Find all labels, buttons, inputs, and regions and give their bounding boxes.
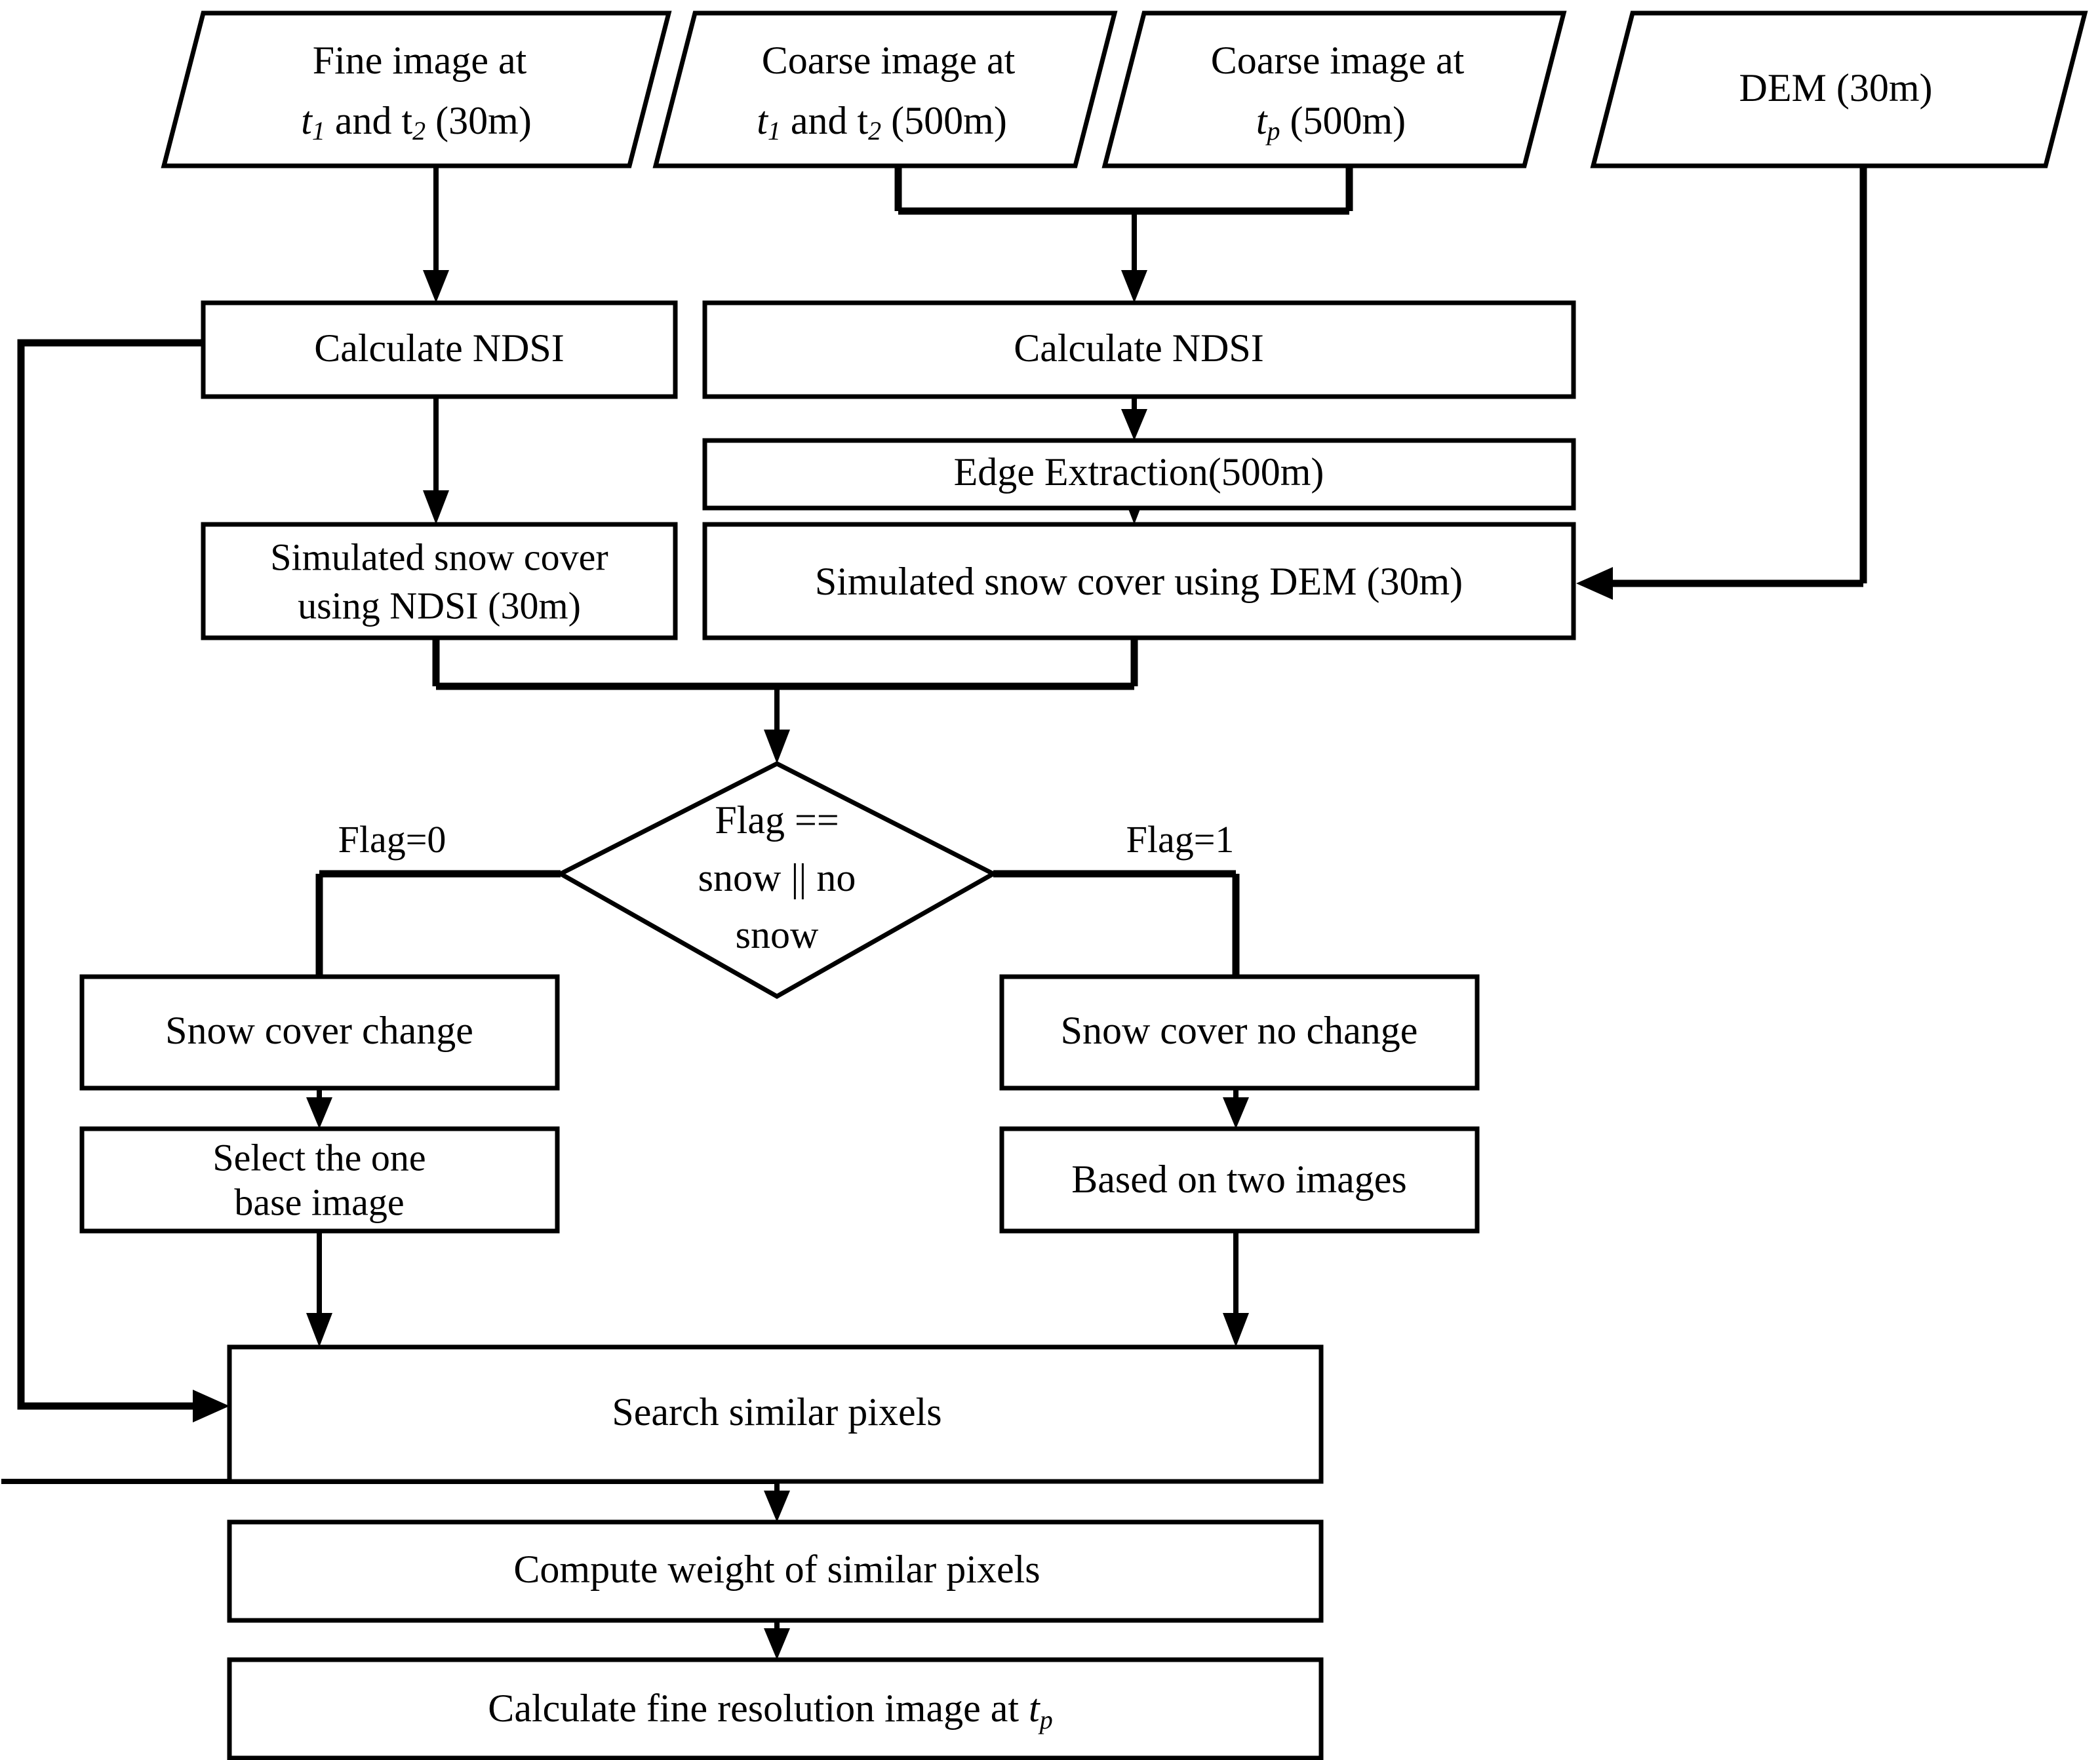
based-on-two-images-label: Based on two images (1071, 1158, 1407, 1201)
calculate-fine-resolution-box[interactable] (227, 1657, 1324, 1760)
arrowhead-compute-to-final (764, 1628, 790, 1660)
arrowhead-search-to-compute (764, 1491, 790, 1522)
edge-extraction-label: Edge Extraction(500m) (954, 450, 1324, 494)
arrowhead-dem-into-sim (1576, 567, 1613, 600)
calculate-ndsi-coarse-label: Calculate NDSI (1014, 326, 1264, 370)
simulated-snow-dem-label: Simulated snow cover using DEM (30m) (815, 560, 1463, 603)
arrowhead-select-to-search (306, 1313, 332, 1347)
node-decision-flag[interactable]: Flag == snow || no snow (555, 761, 999, 1000)
snow-cover-change-box[interactable] (79, 974, 560, 1091)
decision-line1: Flag == (715, 798, 839, 842)
fine-image-parallelogram[interactable] (161, 10, 672, 168)
node-snow-cover-no-change[interactable]: Snow cover no change (999, 974, 1480, 1091)
edge-extraction-box[interactable] (702, 438, 1576, 511)
decision-line3: snow (736, 913, 819, 956)
node-select-base-image[interactable]: Select the one base image (79, 1126, 560, 1234)
coarse-image-tp-parallelogram[interactable] (1101, 10, 1567, 168)
arrowhead-based-to-search (1223, 1313, 1249, 1347)
edge-label-flag-1: Flag=1 (1126, 818, 1235, 861)
coarse-t1t2-line2: t1 and t2 (500m) (757, 99, 1007, 146)
connectors (1, 166, 1867, 1660)
compute-weight-box[interactable] (227, 1519, 1324, 1623)
arrowhead-ndsi-fine-to-sim (423, 490, 449, 524)
node-based-on-two-images[interactable]: Based on two images (999, 1126, 1480, 1234)
calculate-ndsi-fine-box[interactable] (201, 300, 678, 399)
snow-cover-no-change-box[interactable] (999, 974, 1480, 1091)
node-compute-weight[interactable]: Compute weight of similar pixels (227, 1519, 1324, 1623)
calculate-ndsi-coarse-box[interactable] (702, 300, 1576, 399)
node-snow-cover-change[interactable]: Snow cover change (79, 974, 560, 1091)
calculate-ndsi-fine-label: Calculate NDSI (314, 326, 565, 370)
arrowhead-merged-coarse (1121, 270, 1147, 303)
compute-weight-label: Compute weight of similar pixels (513, 1548, 1040, 1591)
arrowhead-feedback-into-search (193, 1390, 229, 1422)
node-calculate-ndsi-coarse[interactable]: Calculate NDSI (702, 300, 1576, 399)
node-coarse-image-tp[interactable]: Coarse image at tp (500m) (1101, 10, 1567, 168)
arrowhead-fine-to-ndsi (423, 270, 449, 303)
dem-parallelogram[interactable] (1590, 10, 2088, 168)
node-fine-image[interactable]: Fine image at t1 and t2 (30m) (161, 10, 672, 168)
node-simulated-snow-dem[interactable]: Simulated snow cover using DEM (30m) (702, 522, 1576, 640)
arrowhead-change-to-select (306, 1097, 332, 1129)
select-base-image-box[interactable] (79, 1126, 560, 1234)
coarse-tp-line1: Coarse image at (1211, 39, 1465, 82)
node-calculate-fine-resolution[interactable]: Calculate fine resolution image at tp (227, 1657, 1324, 1760)
node-search-similar-pixels[interactable]: Search similar pixels (227, 1344, 1324, 1484)
node-simulated-snow-ndsi[interactable]: Simulated snow cover using NDSI (30m) (201, 522, 678, 640)
search-similar-pixels-label: Search similar pixels (612, 1390, 941, 1434)
edge-feedback-loop-left (17, 339, 203, 1410)
select-base-image-line1: Select the one (212, 1136, 426, 1179)
select-base-image-line2: base image (234, 1181, 404, 1223)
arrowhead-nochange-to-based (1223, 1097, 1249, 1129)
edge-label-flag-0: Flag=0 (338, 818, 446, 861)
coarse-image-t1t2-parallelogram[interactable] (652, 10, 1118, 168)
snow-cover-change-label: Snow cover change (165, 1009, 473, 1052)
node-edge-extraction[interactable]: Edge Extraction(500m) (702, 438, 1576, 511)
simulated-snow-dem-box[interactable] (702, 522, 1576, 640)
simulated-snow-ndsi-line1: Simulated snow cover (270, 536, 608, 578)
simulated-snow-ndsi-line2: using NDSI (30m) (298, 584, 581, 627)
node-calculate-ndsi-fine[interactable]: Calculate NDSI (201, 300, 678, 399)
coarse-tp-line2: tp (500m) (1256, 99, 1406, 146)
based-on-two-images-box[interactable] (999, 1126, 1480, 1234)
arrowhead-ndsi-coarse-to-edge (1121, 409, 1147, 440)
arrowhead-merged-to-decision (764, 730, 790, 764)
node-coarse-image-t1t2[interactable]: Coarse image at t1 and t2 (500m) (652, 10, 1118, 168)
fine-image-line1: Fine image at (313, 39, 527, 82)
node-dem[interactable]: DEM (30m) (1590, 10, 2088, 168)
dem-label: DEM (30m) (1739, 66, 1933, 109)
coarse-t1t2-line1: Coarse image at (762, 39, 1016, 82)
decision-diamond[interactable] (555, 761, 999, 1000)
calculate-fine-resolution-label: Calculate fine resolution image at tp (488, 1687, 1052, 1734)
search-similar-pixels-box[interactable] (227, 1344, 1324, 1484)
decision-line2: snow || no (698, 856, 856, 899)
fine-image-line2: t1 and t2 (30m) (301, 99, 532, 146)
snow-cover-no-change-label: Snow cover no change (1061, 1009, 1418, 1052)
simulated-snow-ndsi-box[interactable] (201, 522, 678, 640)
